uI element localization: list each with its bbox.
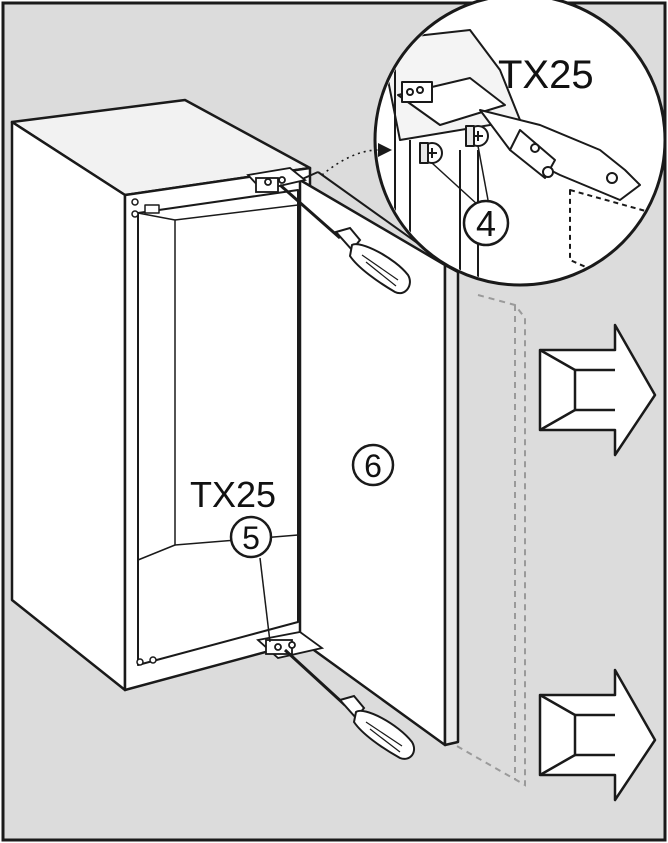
callout-leader-bottom (259, 557, 271, 643)
torque-label-bottom: TX25 (190, 474, 276, 515)
screw-top-right (465, 125, 489, 147)
torque-label-detail: TX25 (498, 53, 594, 97)
door-new-position-outline (454, 294, 526, 787)
screw-top-left (419, 142, 443, 164)
detail-pointer-arrowhead (378, 143, 392, 157)
callout-badge-screw-bottom: 5 (229, 515, 273, 559)
magnifier-circle-icon (373, 0, 667, 287)
callout-number-door: 6 (364, 448, 382, 484)
arrow-right-icon (538, 668, 657, 802)
top-hinge (246, 167, 308, 193)
screwdriver-icon (283, 648, 416, 760)
callout-badge-door: 6 (351, 443, 395, 487)
callout-number-screws-top: 4 (476, 203, 496, 244)
callout-badge-screws-top: 4 (462, 199, 510, 247)
arrow-right-icon (538, 323, 657, 457)
screwdriver-icon (279, 183, 411, 295)
callout-number-screw-bottom: 5 (242, 520, 260, 556)
bottom-hinge (256, 631, 325, 659)
